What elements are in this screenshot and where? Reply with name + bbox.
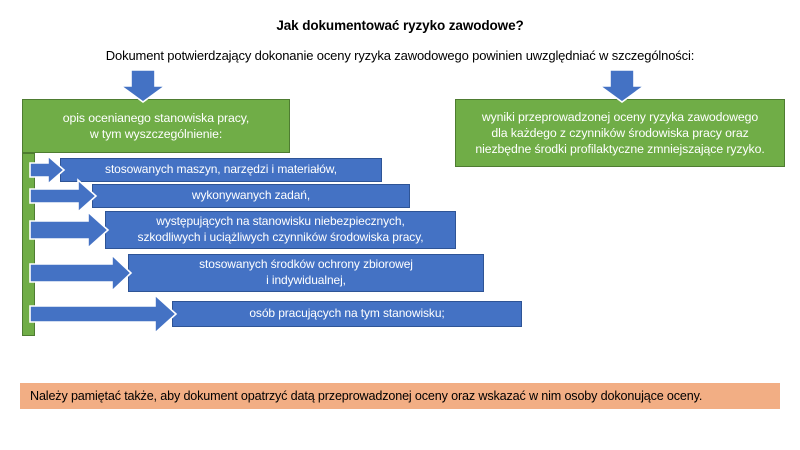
list-item-line-2: i indywidualnej, <box>266 273 346 287</box>
arrow-down-icon <box>118 69 168 103</box>
green-connector-bar <box>22 153 35 336</box>
left-branch-heading-text: opis ocenianego stanowiska pracy, w tym … <box>63 110 250 142</box>
arrow-right-icon <box>29 154 66 186</box>
left-heading-line-2: w tym wyszczególnienie: <box>89 127 223 141</box>
list-item: stosowanych maszyn, narzędzi i materiałó… <box>60 158 382 182</box>
page-title: Jak dokumentować ryzyko zawodowe? <box>276 18 524 33</box>
right-line-1: wyniki przeprowadzonej oceny ryzyka zawo… <box>481 109 759 124</box>
list-item-text: stosowanych środków ochrony zbiorowej i … <box>199 257 413 289</box>
list-item: wykonywanych zadań, <box>92 184 410 208</box>
arrow-down-icon <box>597 69 647 103</box>
list-item-text: stosowanych maszyn, narzędzi i materiałó… <box>105 162 337 177</box>
footer-note-text: Należy pamiętać także, aby dokument opat… <box>30 389 703 403</box>
arrow-right-icon <box>29 293 178 335</box>
list-item-line-2: szkodliwych i uciążliwych czynników środ… <box>137 230 424 244</box>
left-branch-heading-box: opis ocenianego stanowiska pracy, w tym … <box>22 99 290 153</box>
arrow-right-icon <box>29 210 110 250</box>
right-line-2: dla każdego z czynników środowiska pracy… <box>491 125 749 140</box>
arrow-right-icon <box>29 178 98 214</box>
list-item-text: występujących na stanowisku niebezpieczn… <box>138 214 424 246</box>
page-subtitle: Dokument potwierdzający dokonanie oceny … <box>105 48 695 63</box>
arrow-right-icon <box>29 253 133 293</box>
left-heading-line-1: opis ocenianego stanowiska pracy, <box>62 110 250 125</box>
list-item-line-1: stosowanych środków ochrony zbiorowej <box>199 257 413 272</box>
right-branch-box: wyniki przeprowadzonej oceny ryzyka zawo… <box>455 99 785 167</box>
list-item-text: osób pracujących na tym stanowisku; <box>249 306 445 321</box>
list-item-line-1: występujących na stanowisku niebezpieczn… <box>156 214 405 229</box>
list-item: stosowanych środków ochrony zbiorowej i … <box>128 254 484 292</box>
right-branch-text: wyniki przeprowadzonej oceny ryzyka zawo… <box>475 109 764 158</box>
list-item: osób pracujących na tym stanowisku; <box>172 301 522 327</box>
list-item-text: wykonywanych zadań, <box>191 188 311 203</box>
right-line-3: niezbędne środki profilaktyczne zmniejsz… <box>475 142 765 157</box>
list-item: występujących na stanowisku niebezpieczn… <box>105 211 456 249</box>
footer-note-banner: Należy pamiętać także, aby dokument opat… <box>20 383 780 409</box>
